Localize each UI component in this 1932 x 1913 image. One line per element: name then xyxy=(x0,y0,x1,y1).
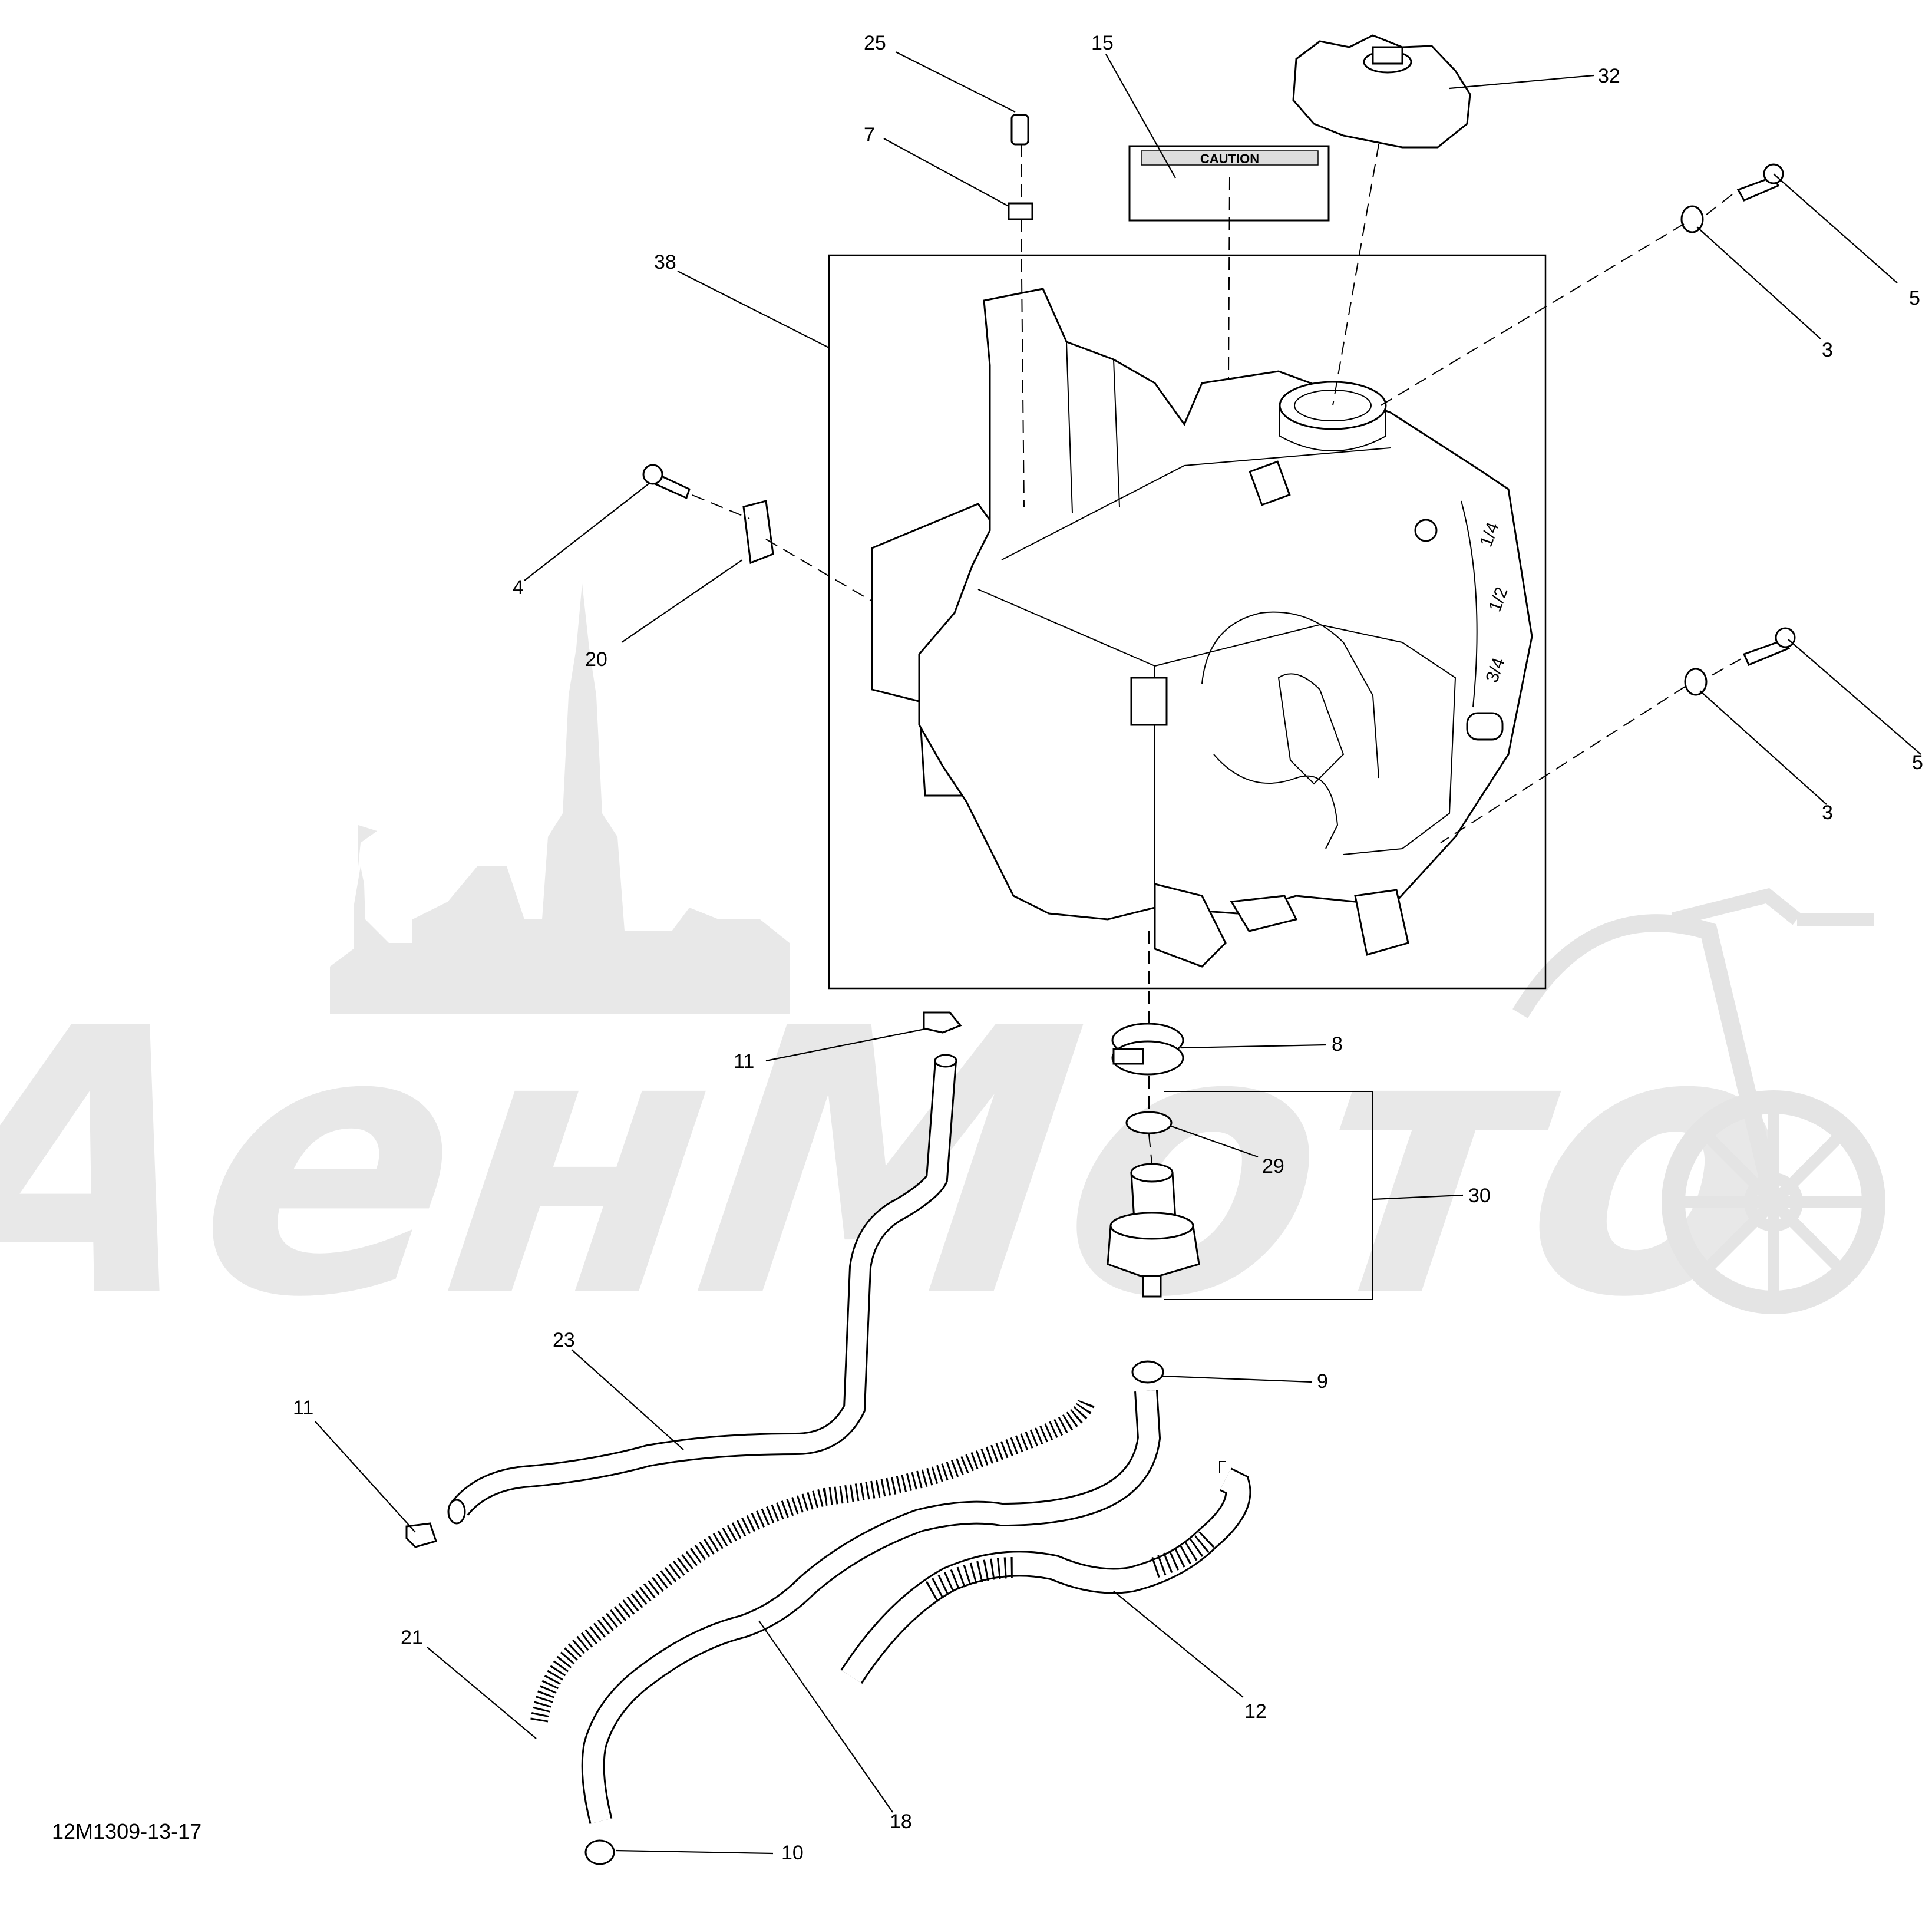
callout-8: 8 xyxy=(1332,1033,1343,1056)
callout-7: 7 xyxy=(864,124,875,146)
hose-18 xyxy=(581,1390,1161,1824)
watermark: АенМото xyxy=(0,583,1885,1377)
callout-5-bottom: 5 xyxy=(1912,751,1923,774)
clamp-11-bottom xyxy=(405,1522,437,1548)
o-ring-29 xyxy=(1125,1111,1173,1134)
clamp-10 xyxy=(584,1839,615,1865)
grommet-7 xyxy=(1008,202,1033,220)
callout-11-bottom: 11 xyxy=(293,1397,313,1419)
callout-25: 25 xyxy=(864,32,886,54)
parts-bottom xyxy=(405,1011,1373,1865)
callout-30: 30 xyxy=(1468,1185,1491,1207)
callout-5-top: 5 xyxy=(1909,287,1920,309)
fuel-filter-30 xyxy=(1107,1163,1200,1298)
watermark-motorcycle xyxy=(1512,888,1885,1314)
fuel-tank: 1/4 1/2 3/4 xyxy=(871,288,1533,968)
callout-3-top: 3 xyxy=(1822,339,1833,361)
clip-20 xyxy=(742,500,774,565)
callout-15: 15 xyxy=(1091,32,1114,54)
callout-29: 29 xyxy=(1262,1155,1284,1178)
clamp-9 xyxy=(1131,1360,1164,1384)
watermark-flag xyxy=(358,825,377,866)
callout-4: 4 xyxy=(513,576,524,599)
parts-top: CAUTION xyxy=(1008,34,1471,222)
assembly-frame-38 xyxy=(828,254,1547,990)
callout-9: 9 xyxy=(1317,1370,1328,1393)
callout-12: 12 xyxy=(1244,1700,1267,1723)
callout-10: 10 xyxy=(781,1842,804,1864)
assembly-lines xyxy=(692,144,1742,1165)
callout-labels: 25 7 15 32 38 5 3 4 20 5 3 11 8 29 30 23… xyxy=(293,32,1923,1864)
watermark-skyline xyxy=(330,583,790,1014)
clamp-8 xyxy=(1111,1023,1184,1076)
clamp-11-top xyxy=(923,1011,962,1034)
callout-38: 38 xyxy=(654,251,676,273)
pin-25 xyxy=(1010,114,1029,146)
callout-32: 32 xyxy=(1598,65,1620,87)
caution-label-text: CAUTION xyxy=(1200,151,1259,166)
callout-21: 21 xyxy=(401,1627,423,1649)
watermark-text: АенМото xyxy=(0,952,1815,1377)
fuel-cap-32 xyxy=(1292,34,1471,149)
callout-23: 23 xyxy=(553,1329,575,1351)
parts-right xyxy=(1680,163,1796,696)
bolt-5-bottom xyxy=(1742,638,1790,666)
callout-20: 20 xyxy=(585,648,607,671)
hose-12 xyxy=(840,1461,1251,1684)
washer-3-bottom xyxy=(1684,668,1708,696)
leader-lines xyxy=(315,51,1921,1855)
callout-11-top: 11 xyxy=(734,1050,754,1073)
drawing-number: 12M1309-13-17 xyxy=(52,1819,202,1843)
parts-left xyxy=(642,464,774,565)
washer-3-top xyxy=(1680,205,1704,233)
callout-3-bottom: 3 xyxy=(1822,802,1833,824)
group-bracket-30 xyxy=(1164,1091,1373,1300)
hose-23 xyxy=(447,1054,957,1525)
callout-18: 18 xyxy=(890,1810,912,1833)
